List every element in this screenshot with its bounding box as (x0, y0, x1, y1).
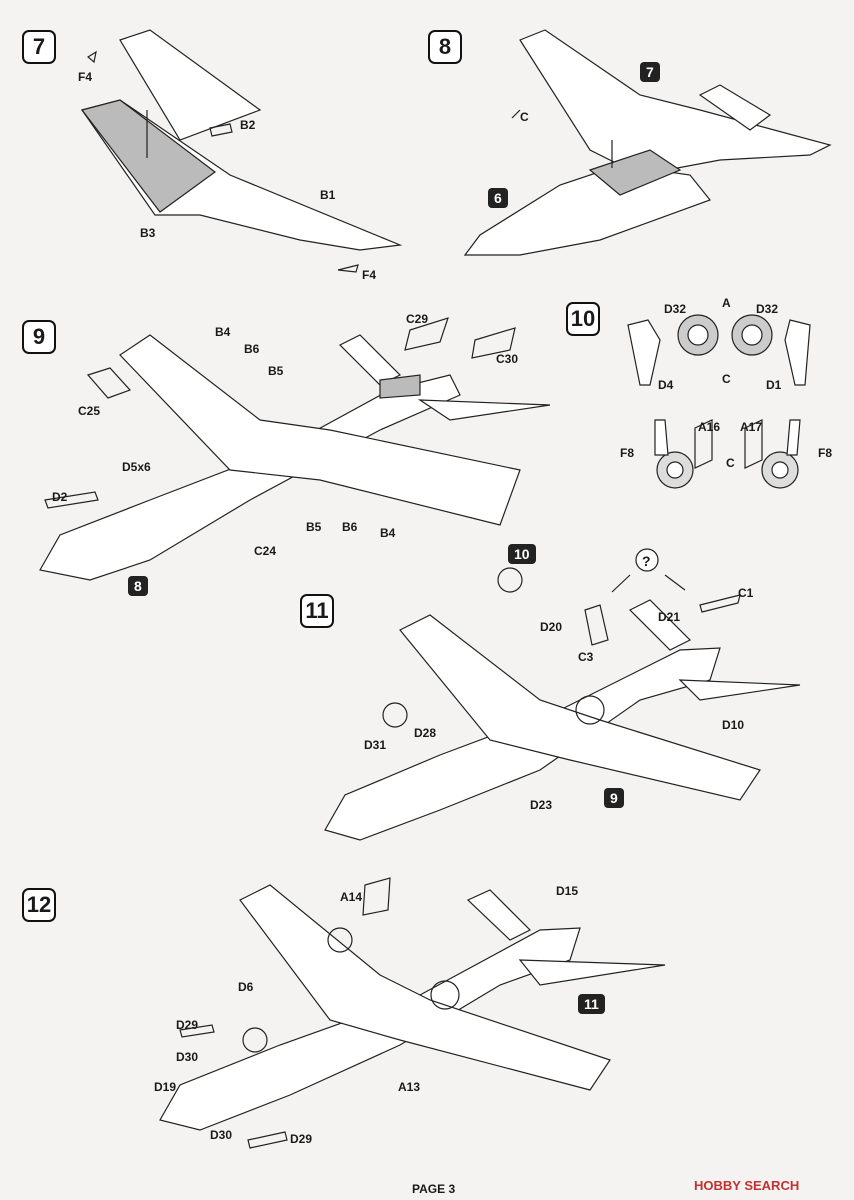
part-label: D1 (766, 378, 782, 392)
part-label: C (726, 456, 735, 470)
part-label: C24 (254, 544, 277, 558)
part-label: A (722, 296, 731, 310)
part-label: C (722, 372, 731, 386)
part-label: D29 (176, 1018, 199, 1032)
watermark: HOBBY SEARCH (694, 1178, 800, 1193)
part-label: D30 (176, 1050, 199, 1064)
step-reference-badge: 11 (578, 994, 605, 1014)
part-label: B5 (306, 520, 322, 534)
fuselage-top-drawing (463, 29, 832, 256)
part-label: D23 (530, 798, 553, 812)
part-label: D21 (658, 610, 681, 624)
landing-gear-drawing (627, 314, 811, 489)
part-label: F8 (818, 446, 833, 460)
part-label: D30 (210, 1128, 233, 1142)
part-label: D5x6 (122, 460, 151, 474)
part-label: B2 (240, 118, 256, 132)
part-label: C1 (738, 586, 754, 600)
step-number-badge: 9 (22, 320, 56, 354)
part-label: D32 (756, 302, 779, 316)
part-label: D29 (290, 1132, 313, 1146)
aircraft-step12-drawing (159, 877, 666, 1149)
part-label: D28 (414, 726, 437, 740)
aircraft-step9-drawing (39, 317, 551, 581)
part-label: D4 (658, 378, 674, 392)
part-label: C3 (578, 650, 594, 664)
part-label: D31 (364, 738, 387, 752)
part-label: B1 (320, 188, 336, 202)
part-label: D15 (556, 884, 579, 898)
step-number-badge: 11 (300, 594, 334, 628)
part-label: C30 (496, 352, 519, 366)
part-label: D32 (664, 302, 687, 316)
part-label: D2 (52, 490, 68, 504)
part-label: F4 (78, 70, 93, 84)
part-label: F8 (620, 446, 635, 460)
part-label: F4 (362, 268, 377, 282)
aircraft-step11-drawing (324, 548, 801, 841)
part-label: A16 (698, 420, 721, 434)
step-number-badge: 10 (566, 302, 600, 336)
step-reference-badge: 9 (604, 788, 624, 808)
part-label: D20 (540, 620, 563, 634)
part-label: B6 (342, 520, 358, 534)
part-label: B5 (268, 364, 284, 378)
page-number: PAGE 3 (412, 1182, 456, 1196)
step-reference-badge: 7 (640, 62, 660, 82)
part-label: C29 (406, 312, 429, 326)
step-reference-badge: 10 (508, 544, 536, 564)
step-number-badge: 12 (22, 888, 56, 922)
part-label: B4 (215, 325, 231, 339)
part-label: C25 (78, 404, 101, 418)
part-label: D6 (238, 980, 254, 994)
question-mark-label: ? (642, 553, 651, 569)
part-label: B6 (244, 342, 260, 356)
step-number-badge: 7 (22, 30, 56, 64)
step-reference-badge: 8 (128, 576, 148, 596)
part-label: B4 (380, 526, 396, 540)
step-number-badge: 8 (428, 30, 462, 64)
part-label: A17 (740, 420, 763, 434)
step-reference-badge: 6 (488, 188, 508, 208)
wing-drawing (80, 29, 403, 273)
part-label: C (520, 110, 529, 124)
part-label: D19 (154, 1080, 177, 1094)
part-label: A14 (340, 890, 363, 904)
part-label: B3 (140, 226, 156, 240)
part-label: A13 (398, 1080, 421, 1094)
part-label: D10 (722, 718, 745, 732)
